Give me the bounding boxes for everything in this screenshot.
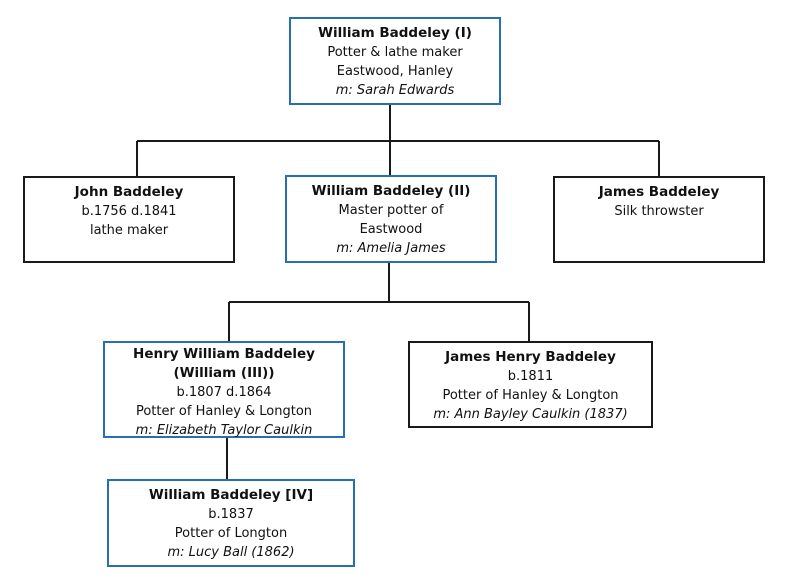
person-occupation: Potter of Hanley & Longton (135, 404, 313, 419)
person-occupation: Potter of Hanley & Longton (442, 388, 619, 403)
person-box-john-baddeley: John Baddeley b.1756 d.1841 lathe maker (23, 176, 235, 263)
person-box-william-baddeley-2: William Baddeley (II) Master potter of E… (285, 175, 497, 263)
person-name: William Baddeley [IV] (148, 487, 314, 503)
person-occupation: lathe maker (89, 223, 169, 238)
person-location: Eastwood (359, 222, 423, 237)
person-box-james-henry-baddeley: James Henry Baddeley b.1811 Potter of Ha… (408, 341, 653, 428)
person-box-william-baddeley-1: William Baddeley (I) Potter & lathe make… (289, 17, 501, 105)
person-name: James Henry Baddeley (445, 349, 616, 365)
person-dates: b.1837 (208, 507, 254, 522)
person-occupation: Silk throwster (614, 204, 704, 219)
person-name: John Baddeley (74, 184, 184, 200)
person-name: William Baddeley (II) (311, 183, 471, 199)
person-occupation: Master potter of (338, 203, 444, 218)
person-name: William Baddeley (I) (318, 25, 472, 41)
person-marriage: m: Elizabeth Taylor Caulkin (135, 423, 313, 438)
person-marriage: m: Lucy Ball (1862) (167, 545, 295, 560)
person-marriage: m: Ann Bayley Caulkin (1837) (433, 407, 628, 422)
person-name: James Baddeley (598, 184, 720, 200)
person-occupation: Potter of Longton (174, 526, 288, 541)
person-box-james-baddeley: James Baddeley Silk throwster (553, 176, 765, 263)
person-occupation: Potter & lathe maker (327, 45, 463, 60)
person-alias: (William (III)) (173, 365, 275, 381)
person-location: Eastwood, Hanley (336, 64, 454, 79)
person-dates: b.1756 d.1841 (81, 204, 177, 219)
person-name: Henry William Baddeley (133, 346, 315, 362)
person-box-henry-william-baddeley: Henry William Baddeley (William (III)) b… (103, 341, 345, 438)
person-dates: b.1807 d.1864 (176, 385, 272, 400)
person-marriage: m: Amelia James (336, 241, 446, 256)
person-box-william-baddeley-4: William Baddeley [IV] b.1837 Potter of L… (107, 479, 355, 567)
person-dates: b.1811 (507, 369, 554, 384)
person-marriage: m: Sarah Edwards (335, 83, 455, 98)
